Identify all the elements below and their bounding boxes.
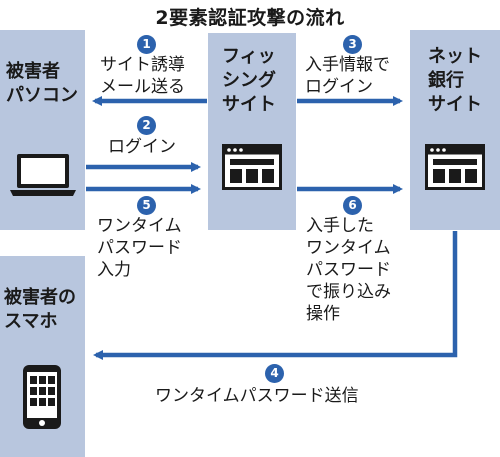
phishing-browser-icon <box>222 144 282 190</box>
diagram-title: 2要素認証攻撃の流れ <box>155 7 345 29</box>
bank-site-box <box>410 30 500 230</box>
step-5-caption: ワンタイム パスワード 入力 <box>97 216 182 280</box>
step-3-badge: 3 <box>343 35 362 54</box>
step-3-caption: 入手情報で ログイン <box>305 55 390 97</box>
phishing-site-box <box>208 33 296 230</box>
bank-browser-icon <box>425 144 485 190</box>
step-2-caption: ログイン <box>108 137 176 157</box>
bank-site-label: ネット 銀行 サイト <box>428 46 482 115</box>
step-4-caption: ワンタイムパスワード送信 <box>155 386 359 406</box>
victim-phone-label: 被害者の スマホ <box>4 287 76 332</box>
arrow-step-4 <box>93 231 458 360</box>
step-1-caption: サイト誘導 メール送る <box>100 55 185 97</box>
phishing-site-label: フィッ シング サイト <box>222 46 276 115</box>
victim-pc-box <box>0 30 85 230</box>
step-6-caption: 入手した ワンタイム パスワード で振り込み 操作 <box>306 216 391 324</box>
step-5-badge: 5 <box>137 196 156 215</box>
step-4-badge: 4 <box>265 364 284 383</box>
smartphone-icon <box>23 365 61 429</box>
victim-pc-label: 被害者 パソコン <box>6 61 78 106</box>
step-1-badge: 1 <box>137 35 156 54</box>
step-6-badge: 6 <box>343 196 362 215</box>
step-2-badge: 2 <box>137 116 156 135</box>
laptop-icon <box>10 154 76 196</box>
